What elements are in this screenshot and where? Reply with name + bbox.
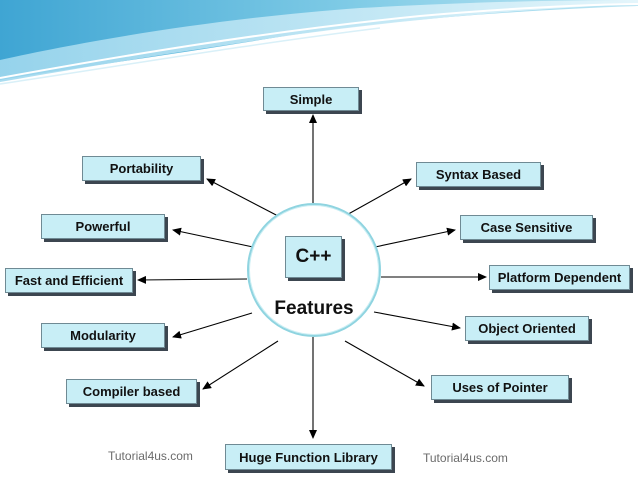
node-object-oriented: Object Oriented [465,316,589,341]
arrow-case-sensitive [375,230,455,247]
node-syntax-based: Syntax Based [416,162,541,187]
node-powerful: Powerful [41,214,165,239]
cpp-badge: C++ [285,236,342,278]
node-huge-function-library: Huge Function Library [225,444,392,470]
arrow-syntax-based [343,179,411,217]
node-platform-dependent: Platform Dependent [489,265,630,290]
watermark-right: Tutorial4us.com [423,451,508,465]
node-compiler-based: Compiler based [66,379,197,404]
node-uses-of-pointer: Uses of Pointer [431,375,569,400]
arrow-modularity [173,313,252,337]
arrow-compiler-based [203,341,278,389]
node-fast-efficient: Fast and Efficient [5,268,133,293]
features-title: Features [250,298,378,320]
arrow-fast-efficient [138,279,247,280]
node-case-sensitive: Case Sensitive [460,215,593,240]
watermark-left: Tutorial4us.com [108,449,193,463]
arrow-object-oriented [374,312,460,328]
node-portability: Portability [82,156,201,181]
arrow-uses-of-pointer [345,341,424,386]
arrow-portability [207,179,280,217]
node-modularity: Modularity [41,323,165,348]
arrow-powerful [173,230,253,247]
node-simple: Simple [263,87,359,111]
